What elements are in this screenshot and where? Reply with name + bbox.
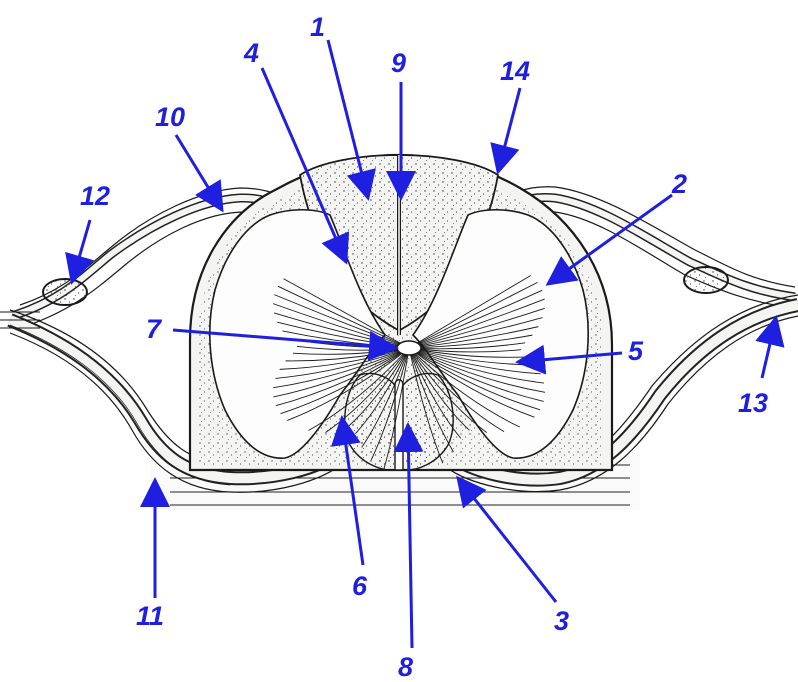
label-2: 2: [671, 169, 687, 199]
left-dorsal-root-ganglion: [43, 279, 87, 305]
arrow-10: [176, 135, 222, 210]
label-8: 8: [398, 652, 413, 682]
label-4: 4: [243, 38, 259, 68]
label-13: 13: [738, 388, 768, 418]
label-1: 1: [310, 12, 325, 42]
label-14: 14: [500, 56, 530, 86]
central-canal: [397, 341, 421, 355]
label-12: 12: [80, 181, 110, 211]
label-11: 11: [136, 601, 164, 631]
label-9: 9: [391, 48, 406, 78]
label-3: 3: [554, 606, 569, 636]
label-5: 5: [628, 336, 644, 366]
label-6: 6: [352, 571, 368, 601]
arrow-14: [498, 88, 520, 172]
right-dorsal-root-ganglion: [684, 267, 728, 293]
label-7: 7: [146, 314, 163, 344]
label-10: 10: [155, 102, 185, 132]
